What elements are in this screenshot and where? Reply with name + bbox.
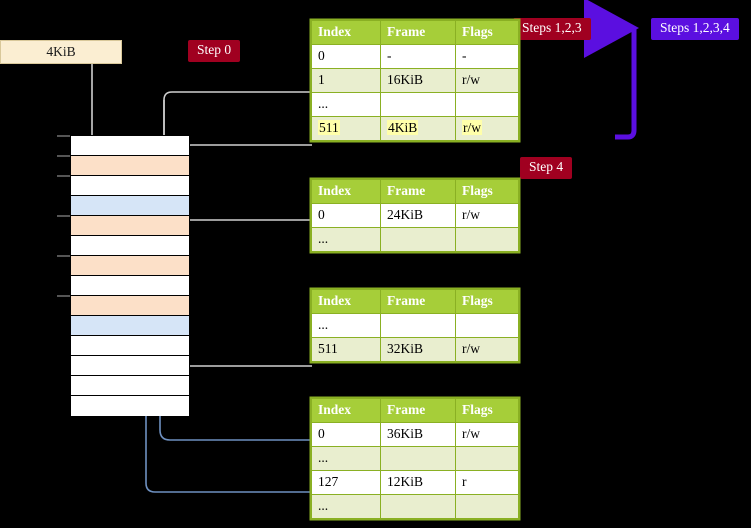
table-row: 511 4KiB r/w xyxy=(311,116,519,141)
step0-badge: Step 0 xyxy=(189,41,240,61)
table-row: ... xyxy=(311,227,519,252)
table-cell xyxy=(380,313,456,338)
table-cell: ... xyxy=(311,227,381,252)
table-cell: 36KiB xyxy=(380,422,456,447)
table-cell: r xyxy=(455,470,519,495)
column-header-flags: Flags xyxy=(455,179,519,204)
table-cell: 0 xyxy=(311,422,381,447)
table-cell: r/w xyxy=(455,203,519,228)
table-cell xyxy=(380,92,456,117)
table-cell xyxy=(380,494,456,519)
memory-frame-row xyxy=(71,316,189,336)
table-cell: 1 xyxy=(311,68,381,93)
table-cell: ... xyxy=(311,92,381,117)
column-header-index: Index xyxy=(311,289,381,314)
table-row: ... xyxy=(311,313,519,338)
table-cell: 4KiB xyxy=(380,116,456,141)
table-row: 0-- xyxy=(311,44,519,69)
frame-size-box: 4KiB xyxy=(0,40,122,64)
table-cell: - xyxy=(380,44,456,69)
table-cell xyxy=(455,92,519,117)
memory-frame-row xyxy=(71,296,189,316)
column-header-frame: Frame xyxy=(380,179,456,204)
highlighted-value: r/w xyxy=(462,120,482,135)
table-row: ... xyxy=(311,446,519,471)
table-cell: 127 xyxy=(311,470,381,495)
highlighted-value: 4KiB xyxy=(387,120,419,135)
connector-table2-to-memory xyxy=(176,219,312,261)
memory-frame-row xyxy=(71,336,189,356)
table-cell xyxy=(455,227,519,252)
memory-row-tick xyxy=(57,135,70,137)
column-header-frame: Frame xyxy=(380,289,456,314)
steps123-badge: Steps 1,2,3 xyxy=(514,19,590,39)
table-cell: r/w xyxy=(455,116,519,141)
steps1234-badge: Steps 1,2,3,4 xyxy=(652,19,738,39)
table-cell: 511 xyxy=(311,116,381,141)
memory-frame-row xyxy=(71,156,189,176)
memory-frame-row xyxy=(71,236,189,256)
purple-bracket-arrow xyxy=(584,0,639,140)
table-cell: r/w xyxy=(455,337,519,362)
memory-frame-row xyxy=(71,176,189,196)
frame-size-label: 4KiB xyxy=(46,44,76,59)
table-cell: r/w xyxy=(455,68,519,93)
memory-frame-row xyxy=(71,356,189,376)
memory-row-tick xyxy=(57,155,70,157)
table-cell: 24KiB xyxy=(380,203,456,228)
table-cell: - xyxy=(455,44,519,69)
memory-frame-row xyxy=(71,256,189,276)
highlighted-value: 511 xyxy=(318,120,340,135)
table-cell: 16KiB xyxy=(380,68,456,93)
table-cell: ... xyxy=(311,446,381,471)
table-cell: 0 xyxy=(311,44,381,69)
table-cell xyxy=(380,227,456,252)
column-header-flags: Flags xyxy=(455,289,519,314)
memory-row-tick xyxy=(57,215,70,217)
connector-table3-to-memory xyxy=(170,302,312,367)
table-cell: 511 xyxy=(311,337,381,362)
column-header-frame: Frame xyxy=(380,398,456,423)
column-header-index: Index xyxy=(311,398,381,423)
column-header-index: Index xyxy=(311,20,381,45)
memory-frame-row xyxy=(71,276,189,296)
table-cell xyxy=(455,446,519,471)
table-cell: 0 xyxy=(311,203,381,228)
memory-row-tick xyxy=(57,295,70,297)
table-cell xyxy=(455,313,519,338)
table-row: ... xyxy=(311,494,519,519)
table-cell xyxy=(380,446,456,471)
step4-badge: Step 4 xyxy=(521,158,572,178)
column-header-flags: Flags xyxy=(455,20,519,45)
column-header-frame: Frame xyxy=(380,20,456,45)
table-row: ... xyxy=(311,92,519,117)
memory-frame-row xyxy=(71,216,189,236)
table-cell: ... xyxy=(311,313,381,338)
memory-frame-row xyxy=(71,196,189,216)
table-cell: r/w xyxy=(455,422,519,447)
table-cell: ... xyxy=(311,494,381,519)
physical-memory-column xyxy=(70,135,190,416)
column-header-index: Index xyxy=(311,179,381,204)
table-cell: 12KiB xyxy=(380,470,456,495)
column-header-flags: Flags xyxy=(455,398,519,423)
memory-frame-row xyxy=(71,376,189,396)
memory-row-tick xyxy=(57,255,70,257)
table-cell: 32KiB xyxy=(380,337,456,362)
memory-frame-row xyxy=(71,136,189,156)
table-cell xyxy=(455,494,519,519)
memory-frame-row xyxy=(71,396,189,416)
memory-row-tick xyxy=(57,175,70,177)
